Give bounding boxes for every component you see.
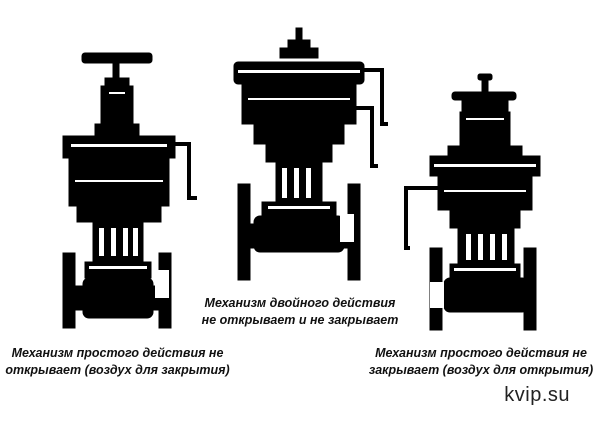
- handwheel: [81, 52, 153, 64]
- caption-line-2: не открывает и не закрывает: [201, 313, 399, 327]
- air-supply-pipe: [404, 186, 438, 250]
- valve-body: [443, 277, 529, 313]
- caption-single-acting-air-to-open: Механизм простого действия не закрывает …: [366, 345, 596, 379]
- caption-single-acting-air-to-close: Механизм простого действия не открывает …: [5, 345, 230, 379]
- air-pipe-upper: [364, 68, 388, 126]
- valve-body: [253, 215, 345, 253]
- valve-body: [82, 277, 154, 319]
- caption-line-1: Механизм двойного действия: [204, 296, 396, 310]
- double-acting-valve-center-diagram: [233, 27, 388, 281]
- single-acting-valve-left-diagram: [62, 52, 197, 329]
- air-supply-pipe: [175, 142, 197, 200]
- caption-line-1: Механизм простого действия не: [11, 346, 224, 360]
- caption-line-2: открывает (воздух для закрытия): [5, 363, 230, 377]
- watermark-text: kvip.su: [504, 384, 570, 406]
- caption-line-1: Механизм простого действия не: [375, 346, 587, 360]
- caption-line-2: закрывает (воздух для открытия): [368, 363, 594, 377]
- air-pipe-lower: [356, 106, 378, 168]
- single-acting-valve-right-diagram: [404, 73, 541, 331]
- caption-double-acting: Механизм двойного действия не открывает …: [195, 295, 405, 329]
